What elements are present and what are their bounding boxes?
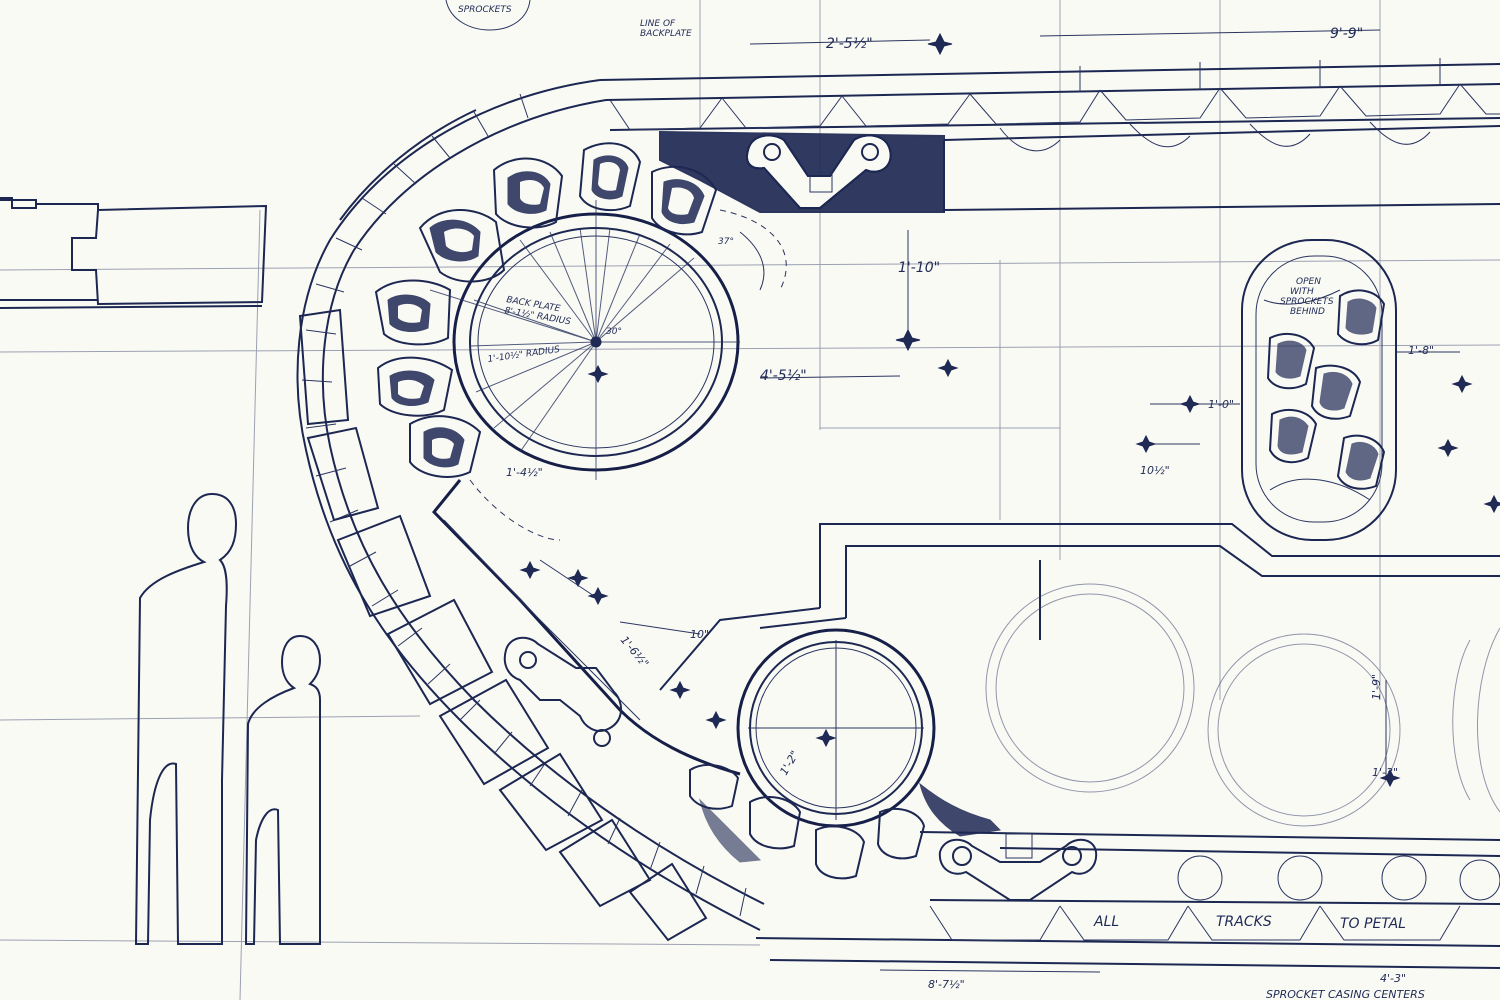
label-line-of-backplate: LINE OF BACKPLATE <box>640 19 692 39</box>
label-dim-top-left: 2'-5½" <box>826 36 873 52</box>
top-sprocket-fragment <box>445 0 531 31</box>
label-angle-30: 30° <box>606 327 622 337</box>
label-dim-1-8: 1'-8" <box>1408 344 1434 357</box>
label-angle-37: 37° <box>718 237 734 247</box>
label-open-sprockets: OPEN WITH SPROCKETS BEHIND <box>1280 277 1336 317</box>
label-sprocket-casing: SPROCKET CASING CENTERS <box>1266 988 1425 1000</box>
inner-boundary <box>431 479 741 776</box>
label-dim-10-5: 10½" <box>1140 464 1170 477</box>
label-sprockets-top: SPROCKETS <box>458 5 512 15</box>
lower-step-outline <box>659 523 1500 691</box>
label-dim-1-4: 1'-4½" <box>506 466 543 479</box>
annotations: SPROCKETS LINE OF BACKPLATE 2'-5½" 9'-9"… <box>458 5 1434 1000</box>
outer-track-casing <box>296 79 765 942</box>
wall-fragment-left <box>0 197 268 309</box>
label-line-of-backplate-l2: BACKPLATE <box>640 29 692 39</box>
label-dim-1-9: 1'-9" <box>1370 674 1383 700</box>
label-open-l4: BEHIND <box>1290 307 1325 317</box>
label-dim-4-5: 4'-5½" <box>760 368 807 384</box>
sprocket-petals <box>374 142 718 478</box>
label-track-to-petal: TO PETAL <box>1340 916 1406 932</box>
label-dim-1-6: 1'-6½" <box>618 634 652 670</box>
lower-sprocket-wheel <box>689 628 1002 880</box>
label-dim-1-0: 1'-0" <box>1208 398 1234 411</box>
label-open-l2: WITH <box>1290 287 1314 297</box>
silhouette-short <box>244 634 322 945</box>
left-link-mechanism <box>503 636 622 747</box>
label-line-of-backplate-l1: LINE OF <box>640 19 676 29</box>
top-track-band <box>599 58 1500 213</box>
label-track-tracks: TRACKS <box>1216 914 1272 930</box>
label-radius-1-10: 1'-10½" RADIUS <box>487 345 561 365</box>
label-track-all: ALL <box>1093 914 1119 930</box>
label-dim-1-2: 1'-2" <box>777 748 801 777</box>
label-dim-1-10: 1'-10" <box>898 260 940 276</box>
bottom-track-band <box>755 831 1500 969</box>
label-dim-10: 10" <box>690 628 709 641</box>
label-dim-1-3: 1'-3" <box>1372 766 1398 779</box>
label-open-l3: SPROCKETS <box>1280 297 1334 307</box>
oval-window <box>1241 239 1397 541</box>
outline-circles <box>985 583 1500 827</box>
human-silhouettes <box>134 492 322 945</box>
label-dim-bottom-right: 4'-3" <box>1380 972 1406 985</box>
label-dim-top-right: 9'-9" <box>1330 26 1363 42</box>
silhouette-tall <box>134 492 238 945</box>
main-sprocket-wheel <box>374 142 787 541</box>
label-open-l1: OPEN <box>1296 277 1321 287</box>
dimension-markers <box>519 29 1500 973</box>
label-dim-bottom-left: 8'-7½" <box>928 978 965 991</box>
